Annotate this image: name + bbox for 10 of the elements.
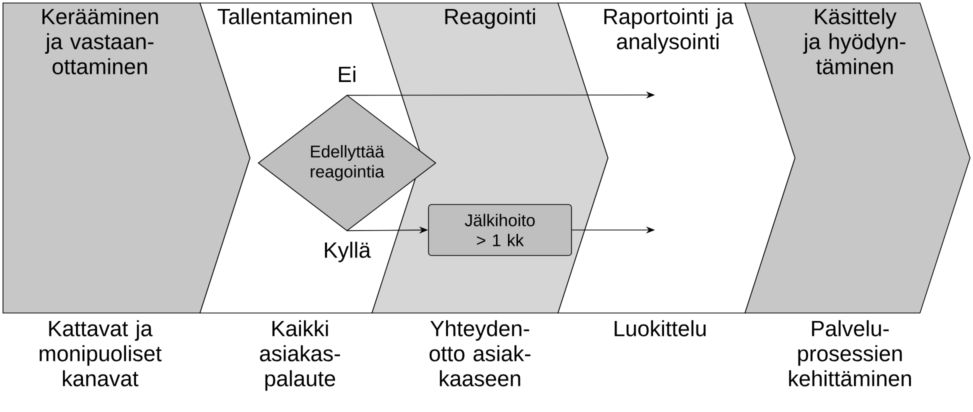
band-caption: Yhteyden-otto asiak-kaaseen: [430, 320, 530, 386]
band-caption: Kaikki asiakas-palaute: [260, 320, 340, 391]
chevron-band: Käsittely ja hyödyn-täminen: [744, 2, 970, 314]
band-caption: Luokittelu: [614, 320, 706, 336]
band-caption: Palvelu-prosessien kehittäminen: [789, 320, 911, 386]
edge-label: Ei: [336, 65, 358, 83]
band-caption: Kattavat ja monipuoliset kanavat: [40, 320, 162, 386]
edge-label: Kyllä: [322, 240, 372, 264]
chevron-band: Raportointi ja analysointi: [557, 2, 796, 314]
process-box: Jälkihoito > 1 kk: [428, 204, 572, 256]
